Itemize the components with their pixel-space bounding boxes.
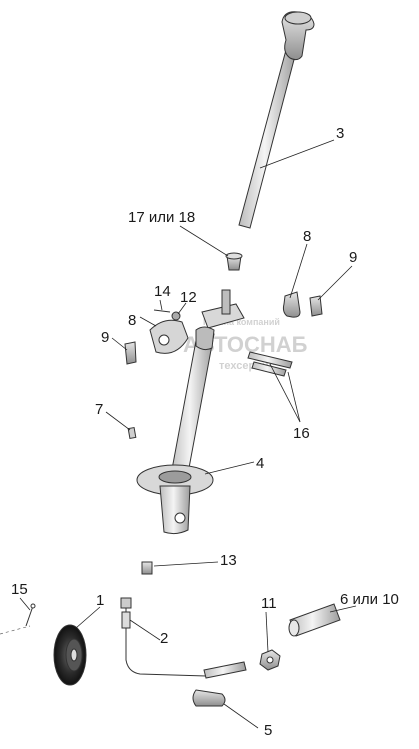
part-14-pin (153, 309, 171, 313)
callout-1: 1 (96, 592, 104, 609)
leader-5 (223, 703, 259, 729)
part-15-pin (25, 603, 36, 627)
callout-13: 13 (220, 552, 237, 569)
part-16-axles (247, 351, 293, 377)
part-3-lever-rod (238, 11, 315, 229)
watermark-line1: Группа компаний (203, 317, 280, 327)
leader-12 (177, 302, 187, 315)
leader-9a (317, 265, 353, 301)
callout-11: 11 (261, 595, 277, 612)
part-17-bushing (225, 252, 243, 271)
callout-2: 2 (160, 630, 168, 647)
leader-11 (265, 611, 269, 653)
callout-9-right: 9 (349, 249, 357, 266)
leader-13 (153, 561, 219, 567)
leader-14 (159, 299, 163, 311)
callout-8-right: 8 (303, 228, 311, 245)
leader-15 (19, 597, 31, 611)
callout-7: 7 (95, 401, 103, 418)
leader-16a (269, 363, 301, 423)
leader-3 (259, 139, 335, 169)
callout-3: 3 (336, 125, 344, 142)
part-13-sleeve (141, 561, 153, 575)
callout-15: 15 (11, 581, 28, 598)
callout-12: 12 (180, 289, 197, 306)
part-11-nut (259, 649, 281, 671)
callout-4: 4 (256, 455, 264, 472)
callout-9-left: 9 (101, 329, 109, 346)
part-9-clip-right (309, 295, 323, 317)
callout-6-or-10: 6 или 10 (340, 591, 399, 608)
leader-6 (329, 605, 357, 613)
part-8-bracket-right (282, 291, 301, 318)
leader-2 (129, 619, 161, 641)
leader-8b (139, 316, 157, 327)
leader-4 (204, 461, 255, 475)
leader-17 (179, 225, 229, 257)
leader-7 (105, 411, 131, 431)
callout-labels: 3 17 или 18 8 9 14 12 8 9 7 16 4 13 15 1… (11, 125, 399, 739)
part-7-pin (127, 426, 137, 440)
part-1-wheel (53, 624, 87, 686)
callout-8-left: 8 (128, 312, 136, 329)
part-5-cap (192, 689, 226, 707)
leader-9b (111, 337, 128, 351)
leader-16b (287, 371, 301, 423)
callout-16: 16 (293, 425, 310, 442)
center-line (0, 625, 31, 635)
part-4-column-bracket (136, 289, 245, 535)
leader-8a (289, 243, 308, 299)
leader-lines (19, 139, 357, 729)
callout-5: 5 (264, 722, 272, 739)
part-9-clip-left (124, 341, 137, 365)
part-6-fork (288, 603, 341, 637)
callout-17-or-18: 17 или 18 (128, 209, 195, 226)
callout-14: 14 (154, 283, 171, 300)
part-2-cable-rod (120, 597, 247, 679)
part-8-bracket-left (149, 319, 189, 354)
leader-1 (75, 606, 101, 629)
